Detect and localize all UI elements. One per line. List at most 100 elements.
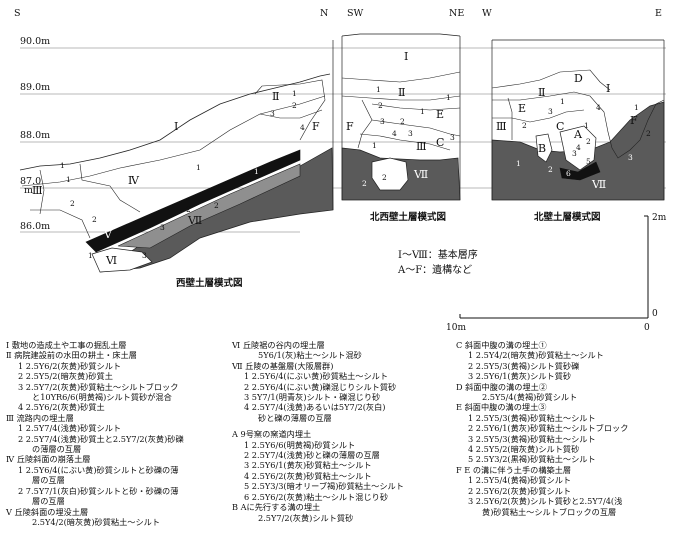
west-line-b — [30, 209, 91, 239]
legend-item: 1 2.5Y4/2(暗灰黄)砂質粘土～シルト — [468, 350, 604, 361]
dir-n: N — [320, 8, 328, 19]
legend-item: 2.5Y4/2(暗灰黄)砂質粘土～シルト — [32, 516, 161, 527]
section-titles: 西壁土層模式図 北西壁土層模式図 北壁土層模式図 — [176, 211, 601, 289]
n-sub-15: 2 — [646, 129, 651, 138]
west-sub-11: 2 — [214, 201, 219, 210]
west-lbl-f: F — [312, 120, 320, 133]
n-pit-b — [535, 133, 553, 163]
west-lbl-ii: Ⅱ — [272, 90, 279, 103]
nw-sub-3: 3 — [380, 117, 385, 126]
nw-lbl-i: Ⅰ — [404, 50, 408, 63]
legend-heading: F E の溝に伴う土手の構築土層 — [456, 464, 572, 475]
n-pit-a — [559, 125, 597, 171]
section-labels-west: Ⅰ Ⅱ Ⅲ Ⅳ Ⅴ Ⅵ Ⅶ F — [32, 90, 320, 267]
nw-line-d — [371, 119, 461, 137]
title-north: 北壁土層模式図 — [534, 211, 601, 223]
west-sub-10: 1 — [196, 163, 201, 172]
nw-lbl-iii: Ⅲ — [416, 140, 427, 153]
nw-sub-10: 1 — [446, 93, 451, 102]
n-sub-7: 3 — [572, 149, 577, 158]
legend-item: 3 2.5Y6/2(灰黄)シルト質砂と2.5Y7/4(浅 — [468, 496, 623, 507]
legend-item: 1 2.5Y7/4(浅黄)砂質シルト — [18, 423, 122, 434]
nw-sub-12: 2 — [362, 179, 367, 188]
legend-item: 層の互層 — [32, 496, 65, 507]
nw-line-a — [341, 71, 461, 83]
nw-lbl-e: E — [436, 108, 444, 121]
n-sub-11: 1 — [516, 159, 521, 168]
key-alpha: A〜F：遺構など — [398, 265, 473, 276]
west-line-a — [21, 95, 326, 187]
nw-lbl-vii: Ⅶ — [413, 168, 428, 181]
west-sub-6: 2 — [70, 199, 75, 208]
legend-item: 5 2.5Y3/2(黒褐)砂質粘土～シルト — [468, 454, 596, 465]
legend-heading: Ⅱ 病院建設前の水田の耕土・床土層 — [6, 350, 137, 361]
nw-pit — [371, 157, 409, 191]
elev-87-unit: m — [24, 185, 33, 196]
elev-87: 87.0 — [20, 176, 41, 187]
legend-item: 2.5Y7/2(灰黄)シルト質砂 — [258, 512, 354, 523]
legend-heading: Ⅴ 丘陵斜面の埋没土層 — [6, 506, 89, 517]
west-sub-14: 2 — [186, 205, 191, 214]
legend-item: 3 2.5Y6/1(黄灰)シルト質砂 — [468, 371, 572, 382]
scale-zero-h: 0 — [644, 323, 650, 333]
west-layer-vi — [91, 247, 153, 273]
section-sublabels-nw: 1 2 3 4 1 2 3 1 2 1 3 2 — [362, 85, 455, 188]
n-lbl-a: A — [573, 128, 583, 141]
dir-w: W — [482, 8, 492, 19]
nw-sub-4: 4 — [392, 129, 397, 138]
nw-line-e — [359, 133, 451, 151]
title-west: 西壁土層模式図 — [176, 277, 243, 289]
legend-item: 1 2.5Y6/4(にぶい黄)砂質シルトと砂礫の薄 — [18, 464, 179, 475]
west-layer-vii-2 — [117, 163, 301, 249]
n-lbl-iii: Ⅲ — [496, 120, 507, 133]
legend-heading: B Aに先行する溝の埋土 — [232, 502, 321, 513]
n-black-6 — [559, 161, 601, 181]
west-sub-13: 1 — [254, 167, 259, 176]
west-line-d — [254, 79, 326, 141]
legend-heading: Ⅰ 敷地の造成土や工事の掘乱土層 — [6, 340, 127, 350]
direction-labels: S N SW NE W E — [14, 8, 662, 19]
west-sub-12: 3 — [160, 223, 165, 232]
legend-item: 2 7.5Y7/1(灰白)砂質シルトと砂・砂礫の薄 — [18, 485, 179, 496]
legend-item: 3 2.5Y6/1(黄灰)砂質粘土～シルト — [244, 460, 372, 471]
legend-item: の薄層の互層 — [32, 444, 82, 455]
west-lbl-vi: Ⅵ — [105, 254, 117, 267]
legend-item: と10YR6/6(明黄褐)シルト質砂が混合 — [32, 392, 172, 403]
dir-e: E — [655, 8, 662, 19]
title-north-west: 北西壁土層模式図 — [370, 211, 446, 223]
n-line-a — [491, 69, 611, 91]
west-sub-5: 1 — [66, 175, 71, 184]
west-line-f — [79, 163, 141, 213]
legend-item: 2.5Y5/4(黄褐)砂質シルト — [482, 392, 578, 403]
west-lbl-i: Ⅰ — [174, 120, 178, 133]
west-line-e — [259, 109, 323, 119]
n-sub-10: 6 — [566, 169, 571, 178]
n-lbl-c: C — [556, 120, 564, 133]
west-surface — [19, 73, 331, 171]
legend-item: 3 5Y7/1(明青灰)シルト・礫混じり砂 — [244, 392, 381, 403]
legend-item: 3 2.5Y7/2(灰黄)砂質粘土～シルトブロック — [18, 381, 179, 392]
west-sub-1: 1 — [292, 89, 297, 98]
elev-86: 86.0m — [20, 221, 50, 232]
legend-item: 4 2.5Y5/2(暗灰黄)シルト質砂 — [468, 444, 580, 455]
legend-item: 5 2.5Y3/3(暗オリーブ褐)砂質粘土～シルト — [244, 481, 404, 492]
scale-2m: 2m — [652, 213, 667, 223]
legend-item: 3 2.5Y5/3(黄褐)砂質粘土～シルト — [468, 433, 596, 444]
elev-89: 89.0m — [20, 82, 50, 93]
west-sub-15: 1 — [88, 251, 93, 260]
n-sub-2: 2 — [522, 121, 527, 130]
n-lbl-ii: Ⅱ — [538, 86, 545, 99]
n-sub-9: 5 — [586, 157, 591, 166]
west-sub-2: 2 — [292, 101, 297, 110]
legend-heading: Ⅵ 丘陵裾の谷内の埋土層 — [232, 340, 325, 350]
dir-sw: SW — [347, 8, 364, 19]
n-sub-1: 1 — [560, 97, 565, 106]
west-lbl-iv: Ⅳ — [128, 174, 140, 187]
n-line-d — [507, 97, 513, 140]
nw-sub-9: 2 — [382, 173, 387, 182]
n-line-c — [492, 109, 585, 123]
legend-item: 4 2.5Y6/2(灰黄)砂質土 — [18, 402, 105, 413]
n-lbl-vii: Ⅶ — [591, 178, 606, 191]
